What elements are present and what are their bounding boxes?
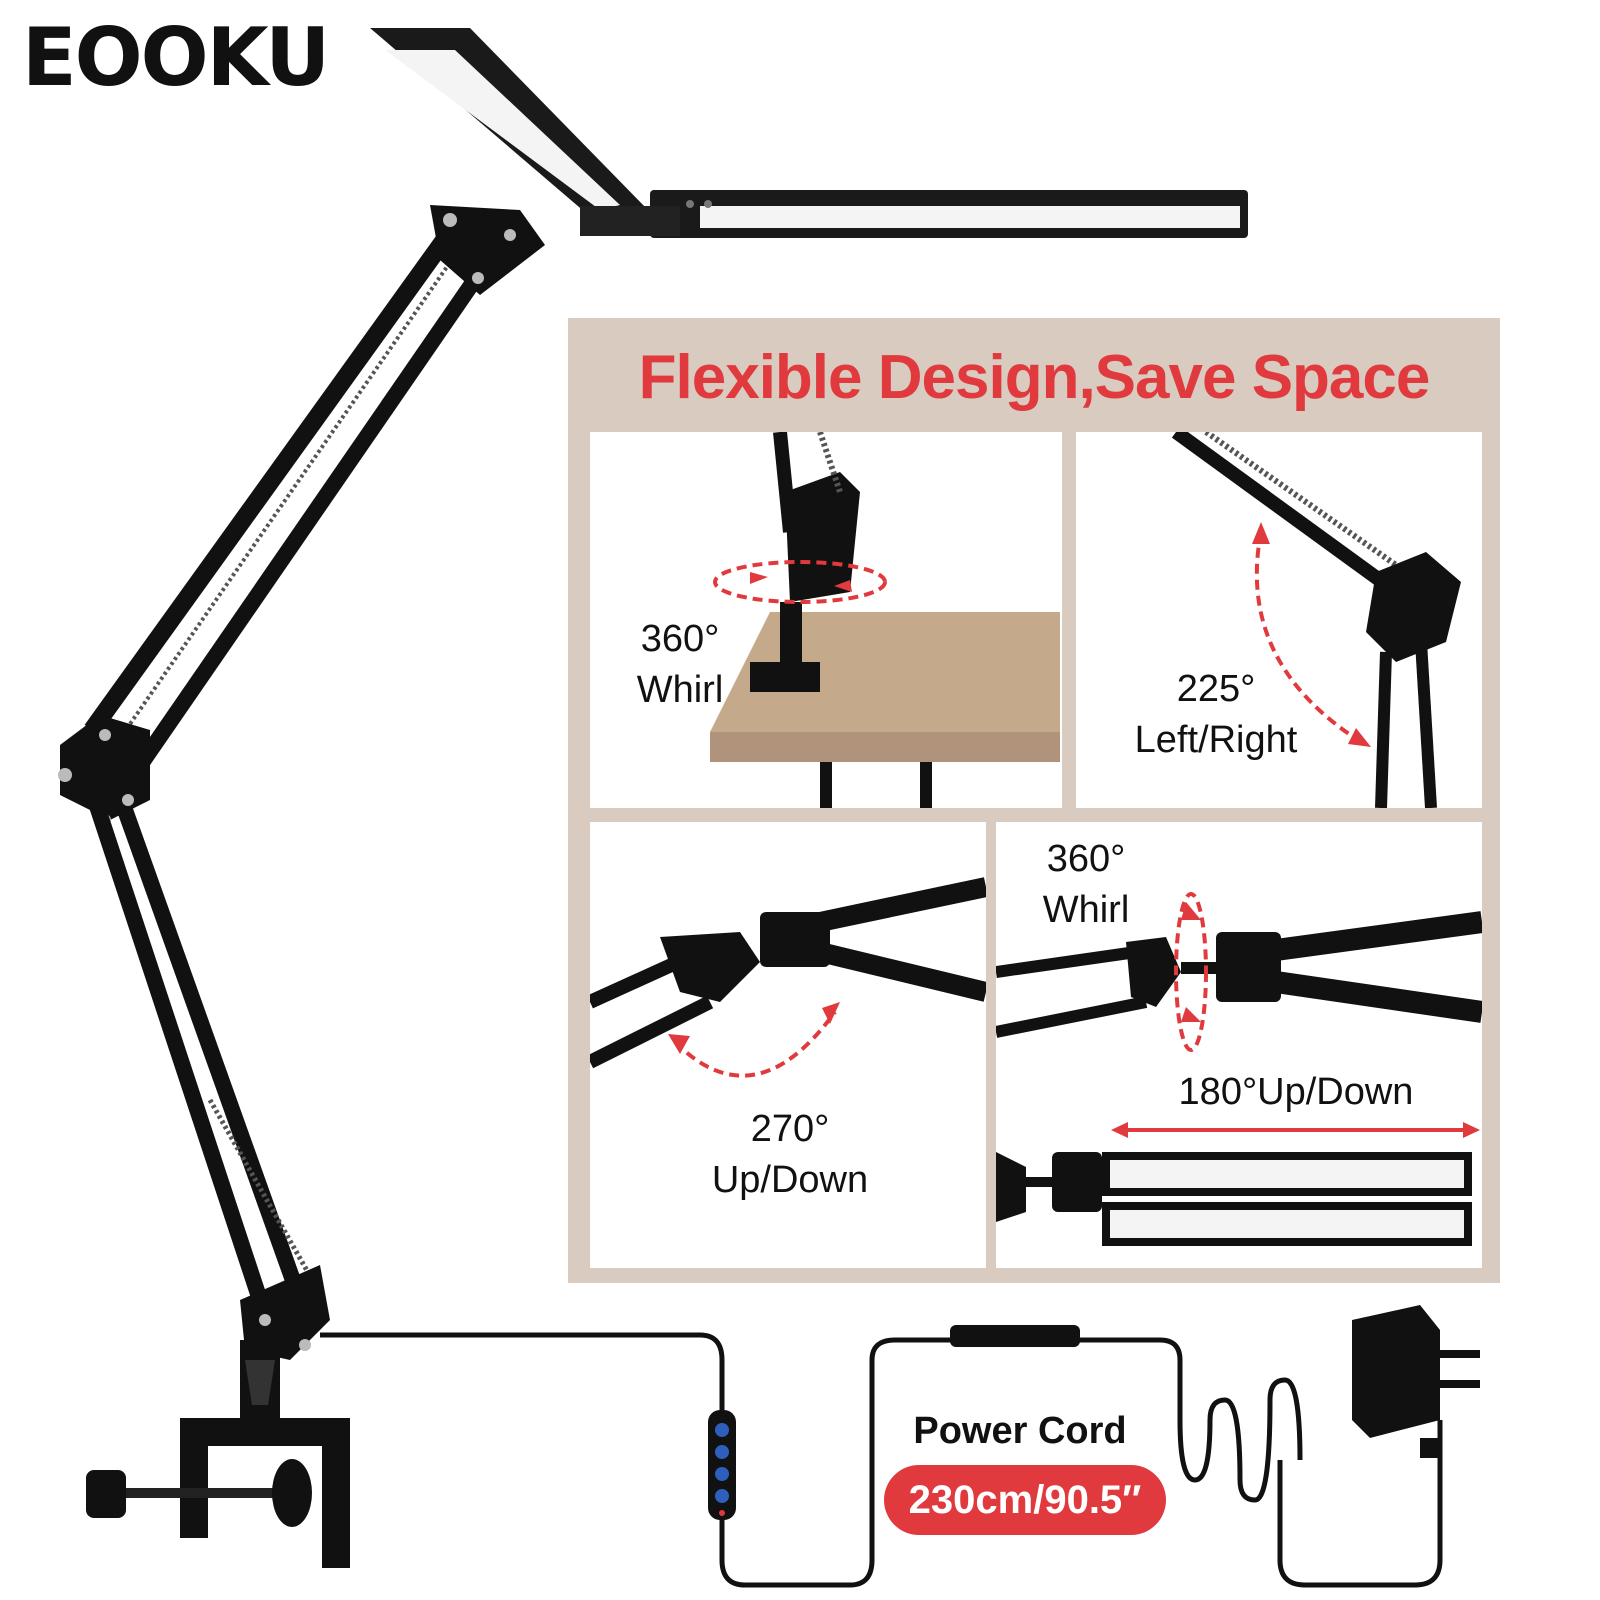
lamp-lower-arm xyxy=(87,797,330,1360)
rotation-arrow-icon xyxy=(673,1010,837,1078)
cord-connector xyxy=(950,1325,1080,1347)
panel-title: Flexible Design,Save Space xyxy=(638,343,1431,412)
cell-3-angle: 270° xyxy=(750,1108,830,1150)
dimmer-switch-icon xyxy=(708,1410,736,1520)
rotation-arrow-icon xyxy=(1254,531,1363,744)
cell-2-motion: Left/Right xyxy=(1134,719,1298,762)
left-right-illustration xyxy=(1171,432,1461,808)
cell-4-motion: Whirl xyxy=(1042,889,1130,932)
feature-cell-head-rotation: 360° Whirl 180°Up/Down xyxy=(996,822,1482,1268)
rotation-arrow-icon xyxy=(713,560,887,604)
feature-cell-whirl-base: 360° Whirl xyxy=(590,432,1062,808)
rotation-arrow-icon xyxy=(1174,892,1208,1052)
feature-cell-up-down: 270° Up/Down xyxy=(590,822,986,1268)
plug-adapter-icon xyxy=(1352,1305,1480,1458)
cell-4-label: 360° Whirl xyxy=(1016,834,1156,937)
cell-3-label: 270° Up/Down xyxy=(680,1104,900,1207)
cell-1-label: 360° Whirl xyxy=(610,614,750,717)
clamp-icon xyxy=(86,1340,350,1568)
brand-logo: EOOKU xyxy=(22,11,330,104)
feature-cell-left-right: 225° Left/Right xyxy=(1076,432,1482,808)
cell-1-angle: 360° xyxy=(640,618,720,660)
head-rotation-illustration xyxy=(996,892,1482,1246)
cell-1-motion: Whirl xyxy=(636,669,724,712)
cell-3-motion: Up/Down xyxy=(711,1159,869,1202)
lamp-head-icon xyxy=(370,28,1248,238)
up-down-illustration xyxy=(590,877,986,1078)
cell-2-angle: 225° xyxy=(1176,668,1256,710)
power-cord-label: Power Cord xyxy=(913,1410,1127,1452)
feature-panel: Flexible Design,Save Space 360° Whirl xyxy=(568,318,1500,1283)
power-cable xyxy=(320,1332,1443,1588)
power-cord-length-badge: 230cm/90.5″ xyxy=(884,1465,1166,1535)
lamp-upper-arm xyxy=(84,205,545,785)
cell-4-sub-label: 180°Up/Down xyxy=(1178,1071,1414,1113)
cell-2-label: 225° Left/Right xyxy=(1096,664,1336,767)
whirl-base-illustration xyxy=(710,432,1060,808)
cell-4-angle: 360° xyxy=(1046,838,1126,880)
